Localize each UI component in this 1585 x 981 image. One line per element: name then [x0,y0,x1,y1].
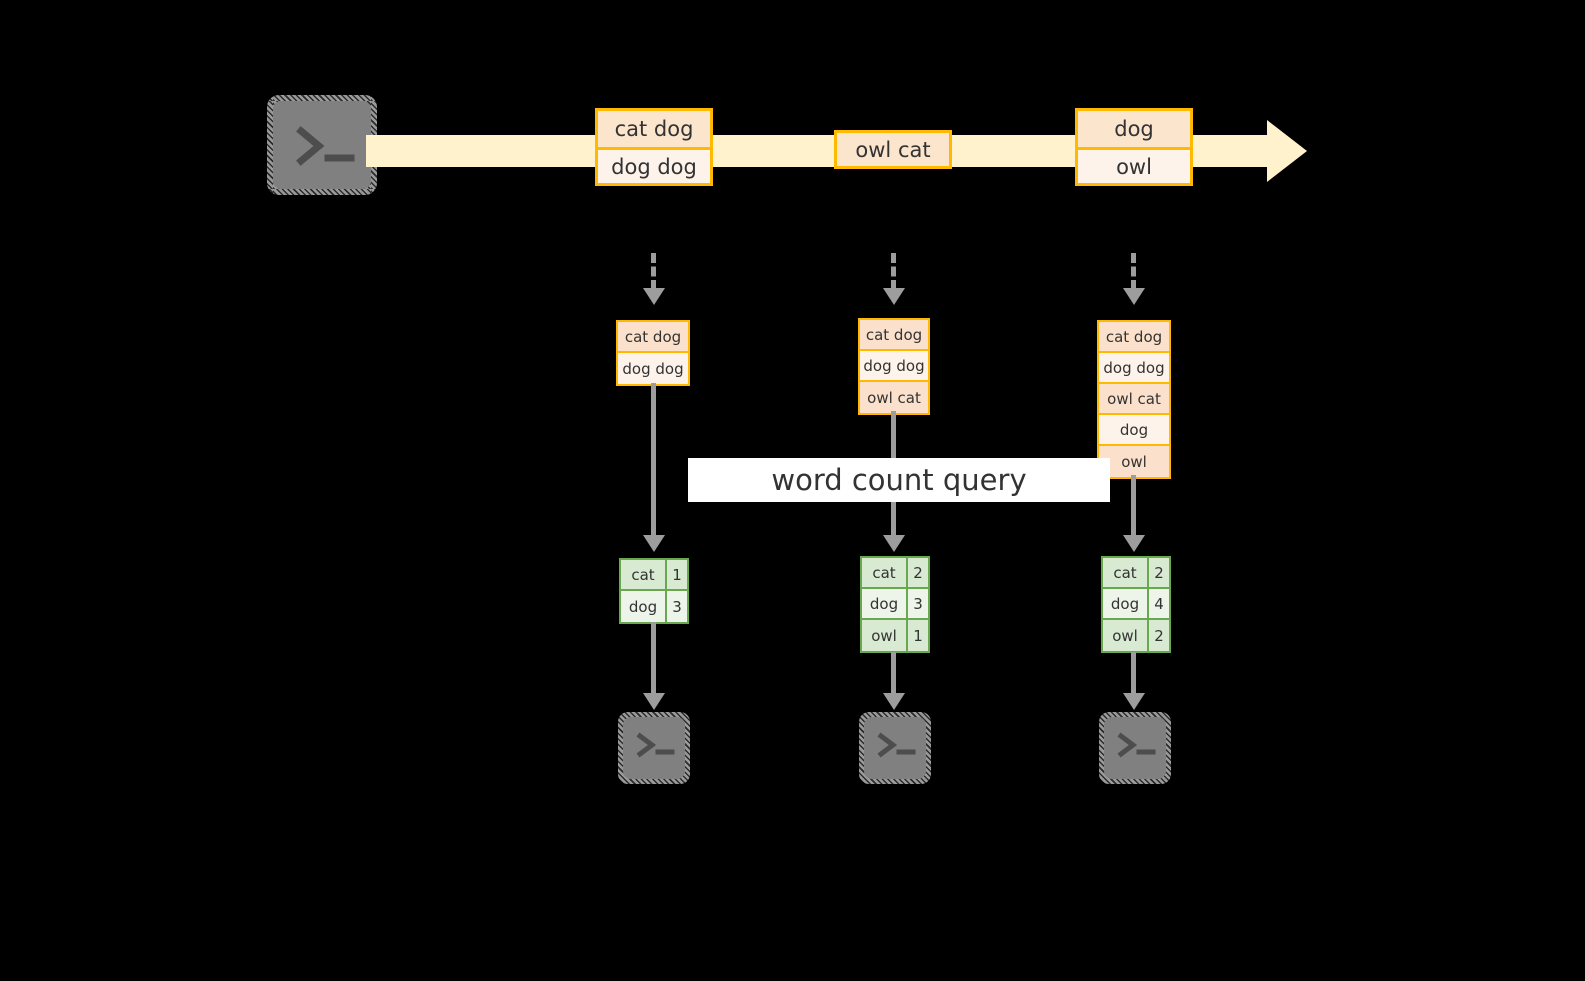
result-2-to-sink-arrowhead [883,693,905,710]
result-count: 3 [908,589,928,618]
snapshot-row: cat dog [860,320,928,351]
sink-terminal-icon-2[interactable] [859,712,931,784]
result-table-3[interactable]: cat 2 dog 4 owl 2 [1101,556,1171,653]
result-1-to-sink-line [651,622,656,695]
result-row: dog 3 [862,589,928,620]
result-word: dog [621,591,667,622]
stream-message-3-line-2: owl [1078,147,1190,183]
stream-to-snapshot-2-line [891,253,896,290]
stream-message-3-line-1: dog [1114,117,1154,141]
result-row: cat 2 [862,558,928,589]
result-2-to-sink-line [891,652,896,695]
stream-message-1-line-1: cat dog [614,117,694,141]
stream-arrow-head [1267,120,1307,182]
stream-message-1[interactable]: cat dog dog dog [595,108,713,186]
terminal-screen [623,717,685,779]
terminal-prompt-glyphs [636,732,675,758]
stream-to-snapshot-2-arrowhead [883,288,905,305]
result-1-to-sink-arrowhead [643,693,665,710]
terminal-prompt-glyphs [296,126,355,166]
snapshot-row: cat dog [618,322,688,353]
terminal-screen [1104,717,1166,779]
result-row: dog 3 [621,591,687,622]
snapshot-row: owl cat [860,382,928,413]
query-label: word count query [688,458,1110,502]
stream-to-snapshot-3-arrowhead [1123,288,1145,305]
snapshot-3-to-result-line [1131,475,1136,537]
snapshot-1-to-result-arrowhead [643,535,665,552]
result-count: 1 [908,620,928,651]
result-row: owl 1 [862,620,928,651]
result-word: dog [862,589,908,618]
stream-to-snapshot-1-arrowhead [643,288,665,305]
result-count: 2 [1149,620,1169,651]
snapshot-1-to-result-line [651,383,656,537]
snapshot-row: owl [1099,446,1169,477]
result-row: dog 4 [1103,589,1169,620]
result-count: 2 [908,558,928,587]
result-word: owl [1103,620,1149,651]
result-count: 1 [667,560,687,589]
result-word: cat [862,558,908,587]
terminal-prompt-glyphs [877,732,916,758]
snapshot-row: dog dog [1099,353,1169,384]
stream-message-3[interactable]: dog owl [1075,108,1193,186]
sink-terminal-icon-3[interactable] [1099,712,1171,784]
snapshot-row: cat dog [1099,322,1169,353]
result-word: cat [1103,558,1149,587]
result-3-to-sink-arrowhead [1123,693,1145,710]
result-row: cat 2 [1103,558,1169,589]
snapshot-table-2[interactable]: cat dog dog dog owl cat [858,318,930,415]
snapshot-row: dog [1099,415,1169,446]
result-row: owl 2 [1103,620,1169,651]
terminal-prompt-glyphs [1117,732,1156,758]
result-count: 3 [667,591,687,622]
snapshot-2-to-result-arrowhead [883,535,905,552]
sink-terminal-icon-1[interactable] [618,712,690,784]
result-table-1[interactable]: cat 1 dog 3 [619,558,689,624]
snapshot-table-3[interactable]: cat dog dog dog owl cat dog owl [1097,320,1171,479]
result-word: cat [621,560,667,589]
result-count: 4 [1149,589,1169,618]
result-table-2[interactable]: cat 2 dog 3 owl 1 [860,556,930,653]
snapshot-3-to-result-arrowhead [1123,535,1145,552]
result-count: 2 [1149,558,1169,587]
result-word: owl [862,620,908,651]
result-word: dog [1103,589,1149,618]
query-label-text: word count query [771,463,1027,497]
stream-to-snapshot-1-line [651,253,656,290]
stream-to-snapshot-3-line [1131,253,1136,290]
snapshot-table-1[interactable]: cat dog dog dog [616,320,690,386]
source-terminal-icon[interactable] [267,95,377,195]
result-row: cat 1 [621,560,687,591]
terminal-screen [864,717,926,779]
stream-message-2[interactable]: owl cat [834,130,952,169]
snapshot-row: dog dog [618,353,688,384]
snapshot-row: dog dog [860,351,928,382]
stream-message-2-line-1: owl cat [855,137,931,162]
result-3-to-sink-line [1131,652,1136,695]
snapshot-row: owl cat [1099,384,1169,415]
stream-message-1-line-2: dog dog [598,147,710,183]
